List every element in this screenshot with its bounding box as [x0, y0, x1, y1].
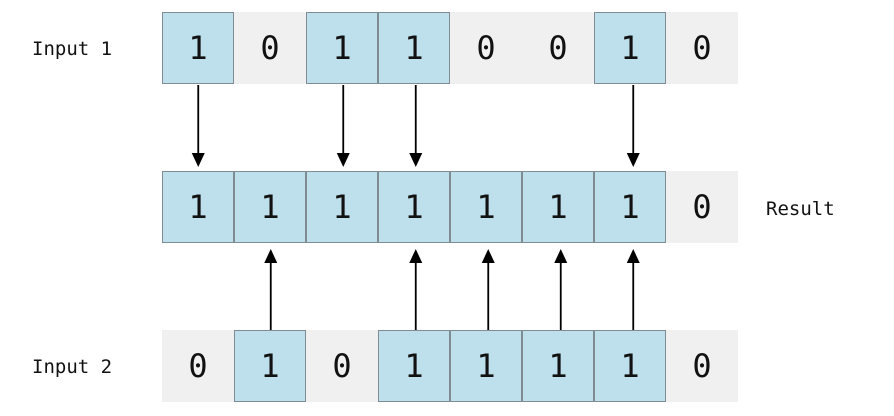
result-bit-7: 0	[666, 171, 738, 243]
result-bit-5: 1	[522, 171, 594, 243]
result-bit-1: 1	[234, 171, 306, 243]
input2-bit-5: 1	[522, 330, 594, 402]
input1-bit-7: 0	[666, 12, 738, 84]
result-bit-6: 1	[594, 171, 666, 243]
result-bit-0: 1	[162, 171, 234, 243]
arrow-input2-bit-1	[264, 249, 278, 330]
input1-bit-3: 1	[378, 12, 450, 84]
input1-bit-0: 1	[162, 12, 234, 84]
arrow-input1-bit-2	[336, 85, 350, 167]
input2-label: Input 2	[32, 356, 113, 378]
input1-bit-4: 0	[450, 12, 522, 84]
input2-bit-3: 1	[378, 330, 450, 402]
result-label: Result	[766, 198, 835, 220]
input2-bit-0: 0	[162, 330, 234, 402]
input2-bit-7: 0	[666, 330, 738, 402]
input2-bit-6: 1	[594, 330, 666, 402]
arrow-input1-bit-6	[626, 85, 640, 167]
input1-bit-5: 0	[522, 12, 594, 84]
result-bit-4: 1	[450, 171, 522, 243]
arrow-input2-bit-4	[481, 249, 495, 330]
arrow-input1-bit-3	[409, 85, 423, 167]
input1-bit-1: 0	[234, 12, 306, 84]
input1-bit-2: 1	[306, 12, 378, 84]
arrow-input2-bit-5	[554, 249, 568, 330]
input2-bit-4: 1	[450, 330, 522, 402]
arrow-input1-bit-0	[191, 85, 205, 167]
result-bit-3: 1	[378, 171, 450, 243]
arrow-input2-bit-3	[409, 249, 423, 330]
input1-bit-6: 1	[594, 12, 666, 84]
input2-bit-1: 1	[234, 330, 306, 402]
arrow-input2-bit-6	[626, 249, 640, 330]
input1-label: Input 1	[32, 38, 113, 60]
input2-bit-2: 0	[306, 330, 378, 402]
result-bit-2: 1	[306, 171, 378, 243]
